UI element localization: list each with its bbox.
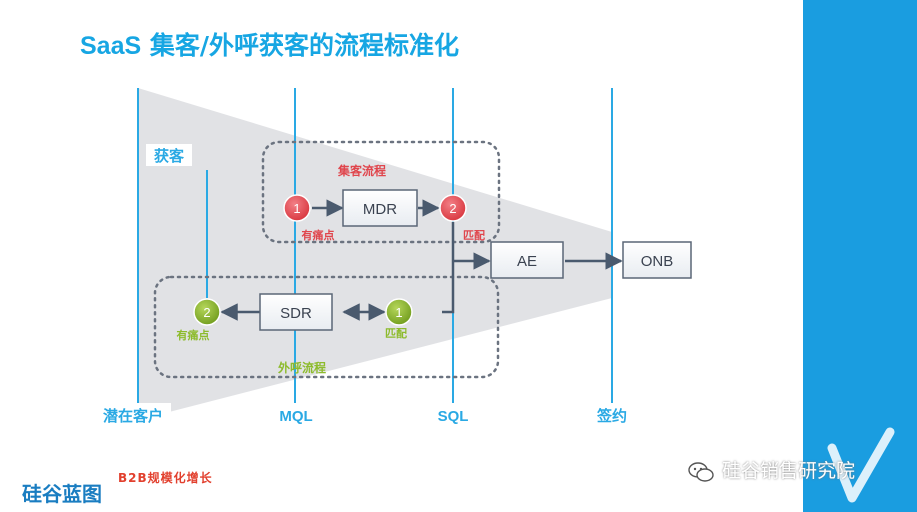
- side-band: [803, 0, 917, 512]
- sdr-box: SDR: [259, 293, 333, 331]
- outbound-step-1-label: 匹配: [385, 326, 407, 340]
- outbound-title: 外呼流程: [278, 360, 326, 375]
- svg-text:2: 2: [203, 305, 210, 320]
- acquire-tag: [146, 144, 192, 166]
- onb-label: ONB: [641, 253, 674, 270]
- check-mark-icon: [827, 427, 895, 503]
- stage-sign: 签约: [590, 403, 634, 427]
- inbound-step-1-label: 有痛点: [302, 228, 335, 242]
- wechat-icon: [688, 461, 714, 482]
- brand-subtitle: B2B规模化增长: [118, 471, 213, 485]
- outbound-step-2: 2: [193, 298, 221, 326]
- svg-text:1: 1: [395, 305, 402, 320]
- outbound-step-2-label: 有痛点: [177, 328, 210, 342]
- title-latin: SaaS: [80, 32, 142, 60]
- inbound-step-2-label: 匹配: [463, 228, 485, 242]
- stage-prospect: 潜在客户: [95, 403, 171, 427]
- mdr-box: MDR: [342, 189, 418, 227]
- inbound-title: 集客流程: [337, 163, 386, 178]
- watermark: 硅谷销售研究院: [688, 456, 855, 483]
- onb-box: ONB: [622, 241, 692, 279]
- ae-box: AE: [490, 241, 564, 279]
- svg-text:SQL: SQL: [438, 408, 469, 425]
- brand-logo-text: 硅谷蓝图: [22, 482, 102, 506]
- title-rest: 集客/外呼获客的流程标准化: [141, 31, 460, 60]
- stage-sql: SQL: [430, 403, 476, 427]
- acquire-label: 获客: [154, 147, 185, 165]
- inbound-step-2: 2: [439, 194, 467, 222]
- funnel-shape: [138, 88, 612, 420]
- outbound-step-1: 1: [385, 298, 413, 326]
- connector-sql-ae: [442, 222, 455, 314]
- watermark-text: 硅谷销售研究院: [722, 460, 856, 482]
- sdr-label: SDR: [280, 305, 312, 322]
- svg-text:2: 2: [449, 201, 456, 216]
- page-title: SaaS 集客/外呼获客的流程标准化: [80, 26, 459, 62]
- svg-text:签约: 签约: [596, 407, 627, 425]
- svg-text:1: 1: [293, 201, 300, 216]
- svg-text:潜在客户: 潜在客户: [103, 407, 163, 425]
- inbound-step-1: 1: [283, 194, 311, 222]
- outbound-group: [153, 275, 500, 379]
- mdr-label: MDR: [363, 201, 397, 218]
- stage-mql: MQL: [270, 403, 322, 427]
- svg-text:MQL: MQL: [279, 408, 312, 425]
- ae-label: AE: [517, 253, 537, 270]
